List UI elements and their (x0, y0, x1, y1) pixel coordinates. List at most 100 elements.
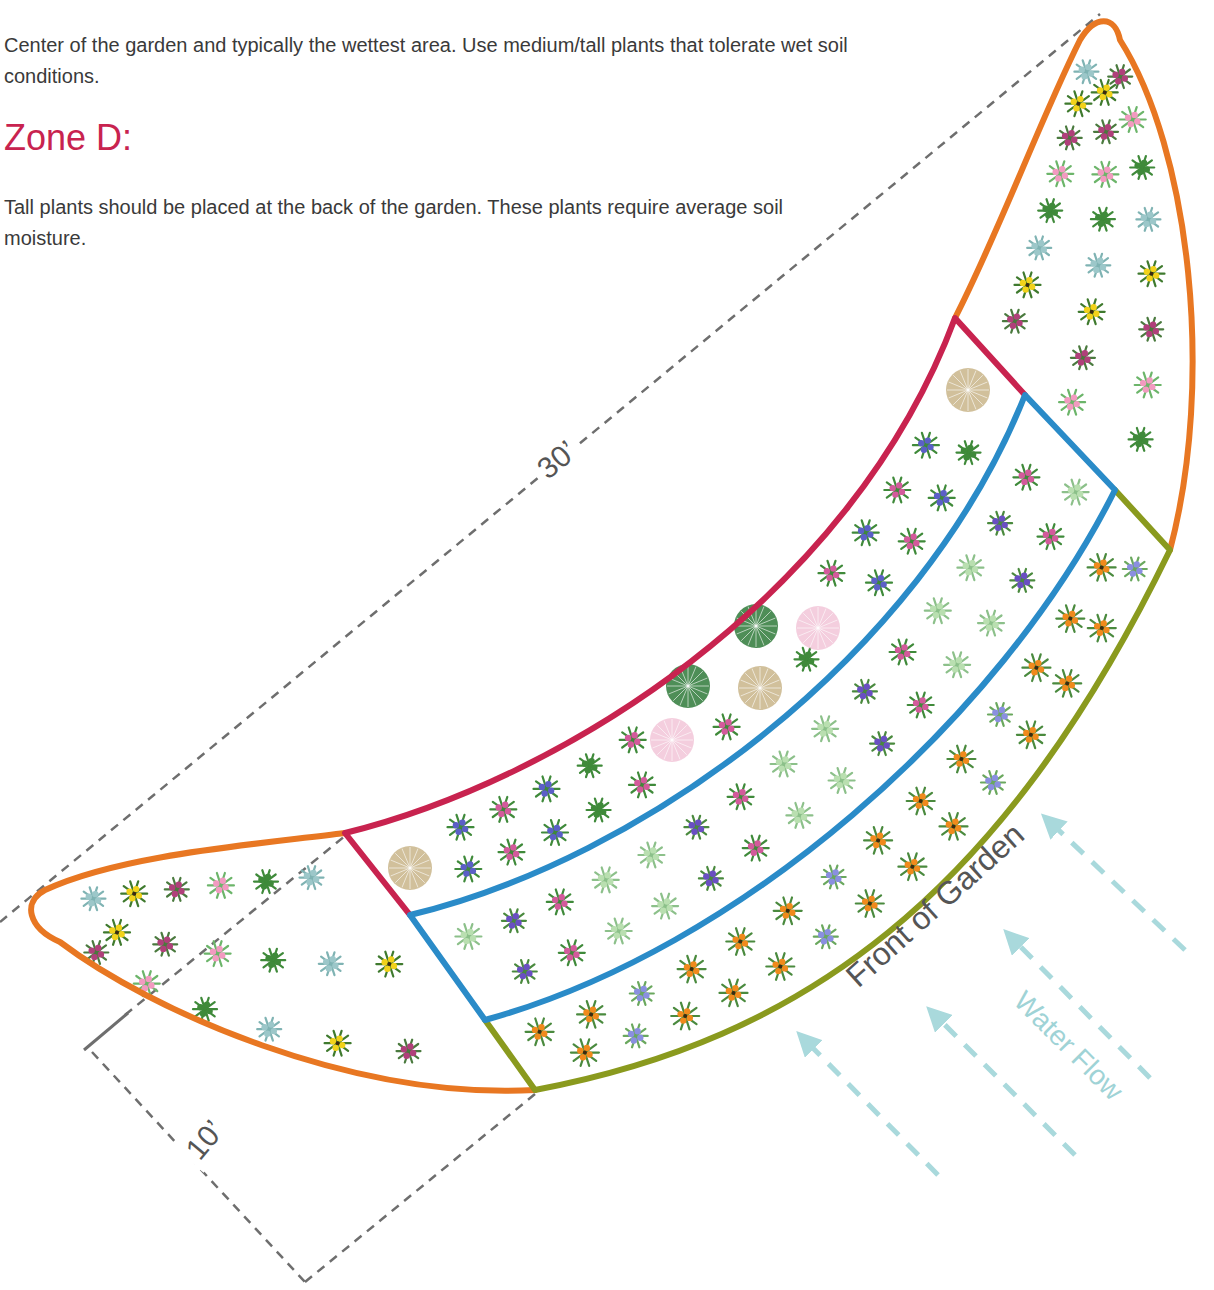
plant-symbol (153, 933, 177, 956)
plant-symbol (988, 512, 1012, 535)
plant-symbol (325, 1031, 351, 1056)
dimension-lines (0, 14, 1100, 1282)
plant-symbol (1058, 126, 1082, 149)
flow-label: Water Flow (1001, 979, 1136, 1114)
plant-symbol (684, 816, 708, 839)
plant-symbol (1079, 299, 1105, 324)
plant-symbol (1027, 237, 1051, 260)
plant-symbol (397, 1040, 421, 1063)
plant-symbol (856, 890, 884, 917)
plant-symbol (944, 652, 970, 677)
plant-symbol (743, 836, 769, 861)
plant-symbol (898, 853, 926, 880)
zone-bc-outline (410, 395, 1115, 1020)
plant-symbol (1092, 162, 1118, 187)
plant-symbol (929, 486, 955, 511)
plant-symbol (1071, 346, 1095, 369)
plant-symbol (257, 1018, 281, 1041)
plant-symbol (1056, 605, 1084, 632)
plant-symbol (728, 784, 754, 809)
plant-symbol (978, 611, 1004, 636)
zone-heading: Zone D: (4, 116, 404, 160)
plant-symbol (1088, 615, 1116, 642)
plant-symbol (884, 478, 910, 503)
plant-symbol (699, 867, 723, 890)
large-plant-symbol (946, 368, 990, 412)
plant-symbol (593, 868, 619, 893)
plant-symbol (678, 956, 706, 983)
plant-symbol (578, 754, 602, 777)
plant-symbol (300, 866, 324, 889)
plant-symbol (1092, 80, 1118, 105)
plant-symbol (774, 898, 802, 925)
plant-symbol (766, 953, 794, 980)
plant-symbol (913, 433, 939, 458)
plant-symbol (1129, 428, 1153, 451)
plant-symbol (547, 890, 573, 915)
plant-symbol (629, 773, 655, 798)
plant-symbol (526, 1019, 554, 1046)
plant-symbol (890, 640, 916, 665)
plant-symbol (957, 441, 981, 464)
plant-symbol (1130, 156, 1154, 179)
plant-symbol (829, 768, 855, 793)
plant-symbol (205, 941, 231, 966)
plant-symbol (577, 1001, 605, 1028)
plant-symbol (1108, 65, 1132, 88)
plant-symbol (1038, 524, 1064, 549)
plant-symbol (1015, 273, 1041, 298)
large-plant-symbol (738, 666, 782, 710)
plant-symbol (786, 803, 812, 828)
plant-symbol (1135, 373, 1161, 398)
plant-symbol (853, 680, 877, 703)
plant-symbol (988, 703, 1012, 726)
plant-symbol (1123, 558, 1147, 581)
plant-symbol (899, 529, 925, 554)
plant-symbol (1094, 120, 1118, 143)
plant-symbol (254, 870, 278, 893)
plant-symbol (455, 924, 481, 949)
plant-symbol (1003, 310, 1027, 333)
plant-symbol (822, 866, 846, 889)
plant-symbol (1065, 91, 1091, 116)
plant-symbol (121, 881, 147, 906)
plant-symbol (638, 843, 664, 868)
plant-symbol (1010, 569, 1034, 592)
plant-symbol (1047, 161, 1073, 186)
plant-symbol (957, 555, 983, 580)
plant-symbol (534, 777, 560, 802)
plant-symbol (559, 940, 585, 965)
plant-symbol (947, 746, 975, 773)
plant-symbol (671, 1003, 699, 1030)
plant-symbol (261, 949, 285, 972)
zone-outlines (31, 21, 1192, 1091)
zone-e-outline (31, 833, 535, 1091)
plant-symbol (208, 873, 234, 898)
plant-symbol (1074, 60, 1098, 83)
zone-d-description: Tall plants should be placed at the back… (4, 192, 794, 254)
zone-d-outline (345, 318, 1025, 915)
plant-symbol (1013, 465, 1039, 490)
plant-symbol (376, 952, 402, 977)
plant-symbol (864, 827, 892, 854)
plant-symbol (981, 771, 1005, 794)
plant-symbol (1063, 480, 1089, 505)
zone-c-description: Center of the garden and typically the w… (4, 30, 934, 92)
plant-symbol (714, 715, 740, 740)
dimension-label: 10’ (173, 1107, 237, 1173)
plant-symbol (499, 840, 525, 865)
plant-symbol (165, 878, 189, 901)
plant-symbol (1139, 261, 1165, 286)
plant-symbol (1136, 208, 1160, 231)
plant-symbol (571, 1039, 599, 1066)
plant-symbol (1120, 107, 1146, 132)
plant-symbol (620, 728, 646, 753)
plant-symbol (1091, 208, 1115, 231)
plant-symbol (455, 857, 481, 882)
plant-symbol (870, 732, 894, 755)
front-label: Front of Garden (833, 810, 1038, 1000)
large-plant-symbol (650, 718, 694, 762)
plant-symbol (587, 799, 611, 822)
plant-symbol (606, 919, 632, 944)
